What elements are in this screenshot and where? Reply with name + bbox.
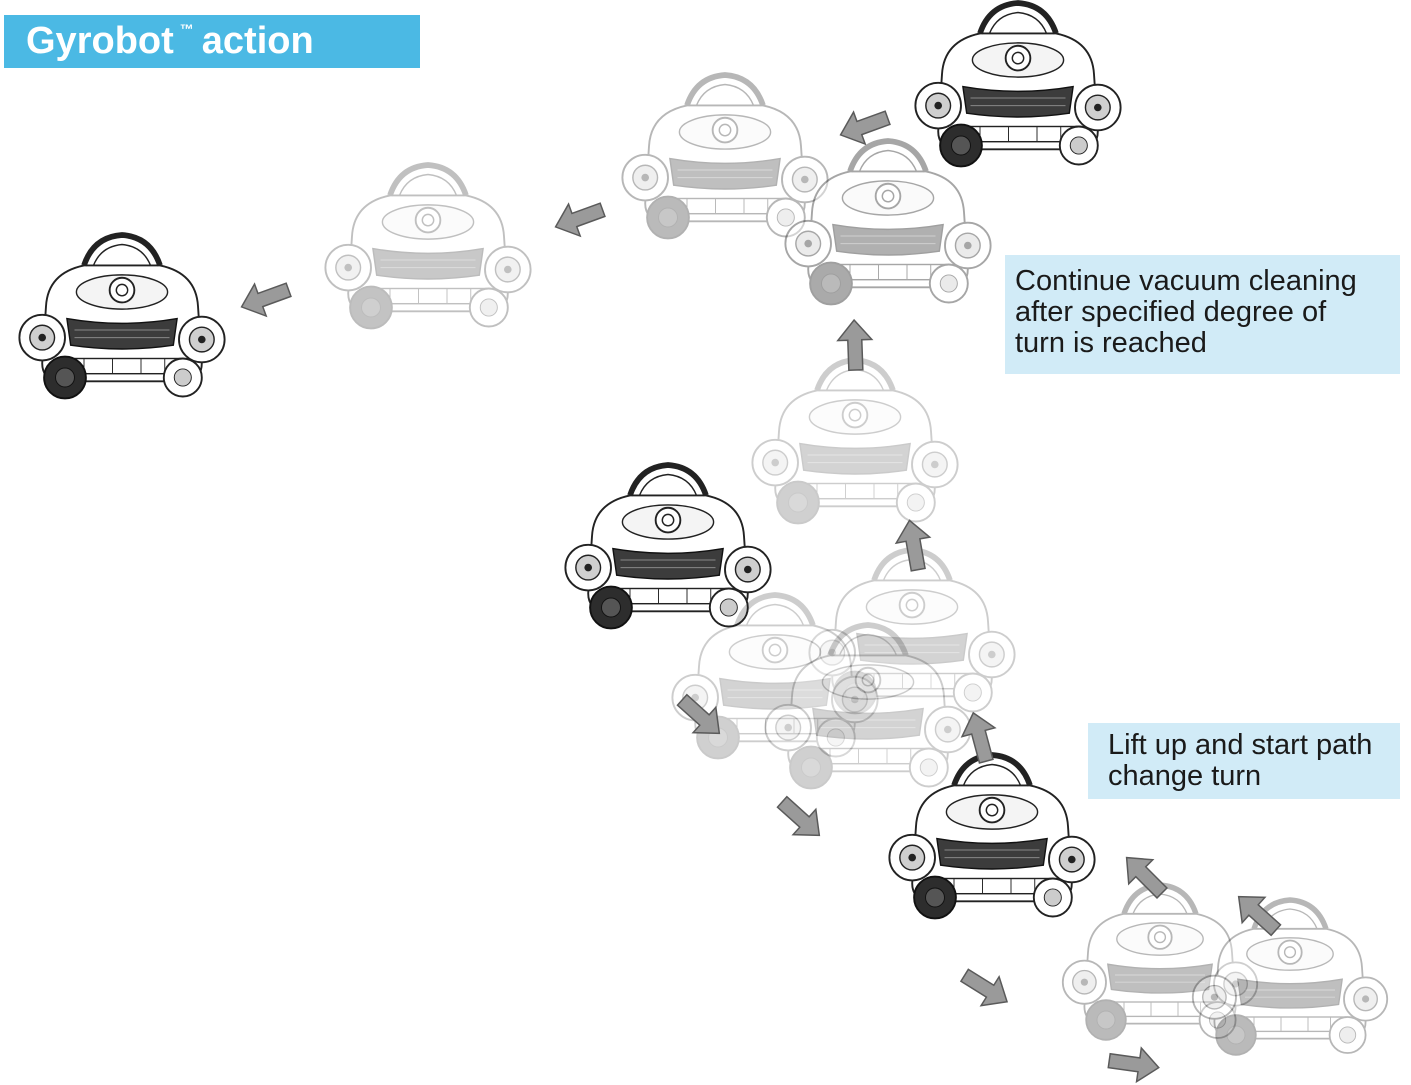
robot-lower-start bbox=[565, 465, 770, 628]
robot-top-mid bbox=[622, 75, 827, 238]
callout-continue-line-1: Continue vacuum cleaning bbox=[1015, 266, 1400, 297]
robot-turn-rising bbox=[752, 360, 957, 523]
arrow-down-right-3 bbox=[956, 961, 1016, 1016]
callout-lift-up: Lift up and start path change turn bbox=[1088, 723, 1400, 799]
robot-bottom-ghost-2 bbox=[1193, 900, 1387, 1055]
callout-continue-cleaning: Continue vacuum cleaning after specified… bbox=[1005, 255, 1400, 374]
robot-upper-mid bbox=[325, 165, 530, 328]
arrow-down-right-2 bbox=[771, 789, 831, 848]
arrow-up-left-1 bbox=[1115, 846, 1174, 905]
arrow-left-3 bbox=[236, 274, 295, 323]
callout-lift-line-1: Lift up and start path bbox=[1108, 730, 1400, 761]
arrow-left-2 bbox=[550, 194, 609, 243]
callout-continue-line-3: turn is reached bbox=[1015, 328, 1400, 359]
robot-top-right bbox=[915, 3, 1120, 166]
callout-lift-line-2: change turn bbox=[1108, 761, 1400, 792]
arrow-bottom-right bbox=[1107, 1044, 1161, 1085]
robot-top-left bbox=[19, 235, 224, 398]
callout-continue-line-2: after specified degree of bbox=[1015, 297, 1400, 328]
